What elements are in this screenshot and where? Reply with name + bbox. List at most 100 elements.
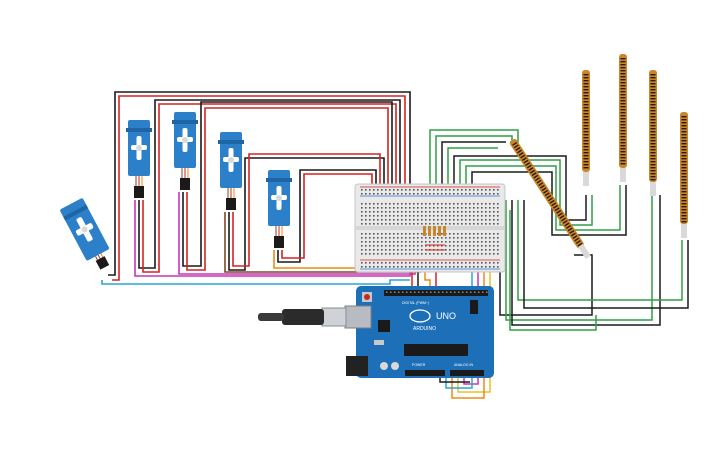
- breadboard-hole: [429, 207, 431, 209]
- breadboard-hole: [437, 189, 439, 191]
- breadboard-hole: [385, 245, 387, 247]
- breadboard-hole: [457, 241, 459, 243]
- breadboard-hole: [449, 266, 451, 268]
- breadboard-hole: [373, 233, 375, 235]
- flex-sensor-stripe: [650, 176, 656, 178]
- breadboard-hole: [453, 215, 455, 217]
- breadboard-hole: [469, 233, 471, 235]
- breadboard-hole: [485, 233, 487, 235]
- flex-sensor-stripe: [620, 94, 626, 96]
- breadboard-hole: [433, 266, 435, 268]
- flex-sensor-stripe: [681, 179, 687, 181]
- servo-shaft: [81, 226, 88, 233]
- breadboard-hole: [393, 193, 395, 195]
- breadboard-hole: [461, 266, 463, 268]
- flex-sensor-stripe: [583, 161, 589, 163]
- flex-sensor-stripe: [681, 161, 687, 163]
- flex-sensor-stripe: [525, 162, 531, 167]
- header-pin: [430, 291, 432, 293]
- servo-mount-tab: [218, 140, 244, 144]
- breadboard-hole: [385, 207, 387, 209]
- flex-sensor-stripe: [650, 167, 656, 169]
- breadboard-hole: [409, 237, 411, 239]
- breadboard-hole: [469, 253, 471, 255]
- flex-sensor-stripe: [564, 222, 570, 227]
- breadboard-hole: [469, 203, 471, 205]
- breadboard-hole: [421, 193, 423, 195]
- breadboard-hole: [481, 207, 483, 209]
- breadboard-hole: [381, 262, 383, 264]
- flex-sensor-stripe: [620, 79, 626, 81]
- breadboard-hole: [441, 223, 443, 225]
- breadboard-hole: [453, 249, 455, 251]
- wire-red-servo3: [186, 107, 389, 271]
- power-jack: [346, 356, 368, 376]
- breadboard-hole: [397, 266, 399, 268]
- breadboard-hole: [485, 245, 487, 247]
- flex-sensor-stripe: [650, 158, 656, 160]
- breadboard-hole: [381, 249, 383, 251]
- breadboard-hole: [373, 203, 375, 205]
- breadboard-hole: [405, 211, 407, 213]
- breadboard-hole: [381, 241, 383, 243]
- breadboard-hole: [417, 237, 419, 239]
- breadboard-hole: [477, 266, 479, 268]
- breadboard-hole: [373, 215, 375, 217]
- breadboard-hole: [437, 253, 439, 255]
- breadboard-hole: [481, 253, 483, 255]
- breadboard-hole: [437, 223, 439, 225]
- flex-sensor-stripe: [620, 67, 626, 69]
- flex-sensor-stripe: [620, 58, 626, 60]
- breadboard-hole: [485, 215, 487, 217]
- breadboard-hole: [389, 249, 391, 251]
- flex-sensor-stripe: [583, 116, 589, 118]
- flex-sensor-stripe: [583, 83, 589, 85]
- breadboard-hole: [401, 219, 403, 221]
- flex-sensor-stripe: [681, 128, 687, 130]
- breadboard-hole: [441, 237, 443, 239]
- breadboard-hole: [421, 262, 423, 264]
- breadboard-hole: [405, 223, 407, 225]
- flex-sensor-pattern: [650, 74, 656, 181]
- breadboard-hole: [433, 193, 435, 195]
- breadboard-hole: [413, 211, 415, 213]
- flex-sensor-stripe: [557, 212, 563, 217]
- flex-sensor-stripe: [534, 177, 540, 182]
- breadboard-hole: [385, 189, 387, 191]
- breadboard-hole: [461, 249, 463, 251]
- breadboard-hole: [457, 262, 459, 264]
- breadboard-hole: [421, 189, 423, 191]
- breadboard-hole: [477, 189, 479, 191]
- breadboard-hole: [473, 249, 475, 251]
- breadboard-hole: [381, 245, 383, 247]
- breadboard-hole: [461, 215, 463, 217]
- flex-sensor-stripe: [583, 134, 589, 136]
- flex-sensor-stripe: [650, 74, 656, 76]
- usb-chip: [378, 320, 390, 332]
- breadboard-hole: [461, 245, 463, 247]
- flex-sensor-stripe: [544, 192, 550, 197]
- servo-mount-tab: [126, 128, 152, 132]
- usb-plug: [321, 307, 347, 327]
- breadboard-hole: [401, 262, 403, 264]
- breadboard-hole: [385, 203, 387, 205]
- breadboard-hole: [413, 207, 415, 209]
- flex-sensor-stripe: [620, 115, 626, 117]
- breadboard-hole: [485, 203, 487, 205]
- flex-sensor-stripe: [620, 136, 626, 138]
- flex-sensor-stripe: [620, 82, 626, 84]
- breadboard-hole: [437, 207, 439, 209]
- flex-sensor-stripe: [650, 128, 656, 130]
- breadboard-hole: [365, 189, 367, 191]
- header-pin: [442, 291, 444, 293]
- breadboard-hole: [489, 193, 491, 195]
- breadboard-hole: [405, 219, 407, 221]
- breadboard-hole: [473, 207, 475, 209]
- breadboard-hole: [361, 249, 363, 251]
- breadboard-hole: [453, 219, 455, 221]
- breadboard-hole: [481, 189, 483, 191]
- breadboard-hole: [389, 203, 391, 205]
- flex-sensor-stripe: [681, 119, 687, 121]
- wire-black-flex-b: [453, 155, 587, 221]
- flex-sensor-stripe: [583, 101, 589, 103]
